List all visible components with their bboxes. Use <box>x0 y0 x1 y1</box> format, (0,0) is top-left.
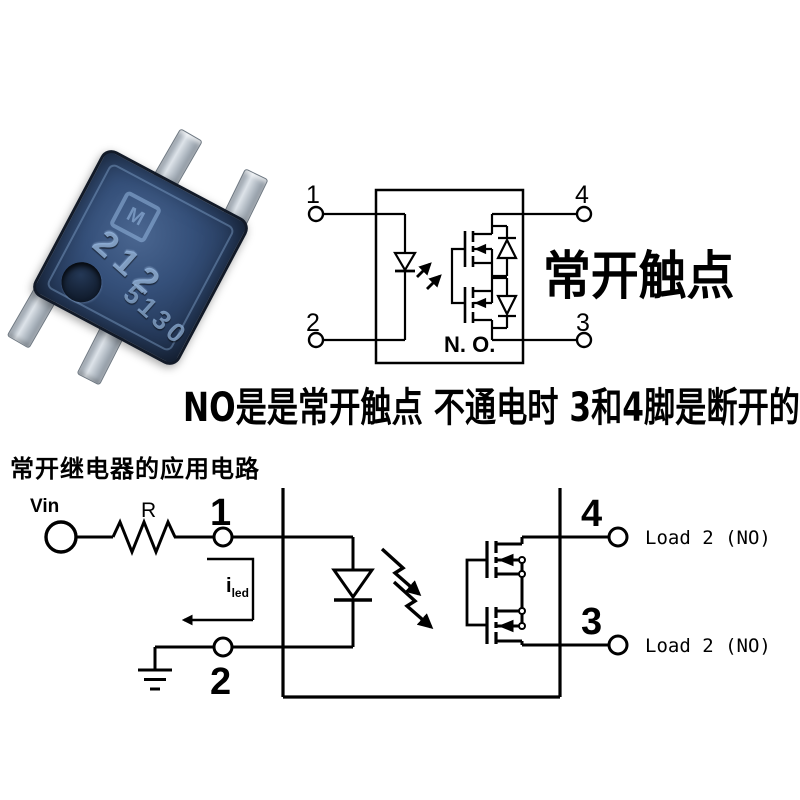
terminal-pin2 <box>212 636 234 658</box>
vin-terminal <box>44 520 78 554</box>
pin1-label: 1 <box>306 181 320 209</box>
resistor-label: R <box>141 499 156 522</box>
caption-text: NO是是常开触点 不通电时 3和4脚是断开的 <box>183 385 800 431</box>
terminal-pin4 <box>607 526 629 548</box>
light-arrows-icon <box>380 547 434 630</box>
application-circuit-heading: 常开继电器的应用电路 <box>10 455 260 483</box>
load-pin4-label: Load 2 (NO) <box>645 527 771 549</box>
body-diode-bottom-icon <box>492 276 518 330</box>
pin2-label: 2 <box>306 309 320 337</box>
pin1-label: 1 <box>210 492 231 534</box>
led-diode-icon <box>331 537 375 647</box>
vin-label: Vin <box>30 496 59 517</box>
resistor-icon <box>111 517 177 557</box>
body-diode-top-icon <box>492 224 518 278</box>
terminal-pin2 <box>307 331 325 349</box>
application-circuit <box>44 488 629 699</box>
load-pin3-label: Load 2 (NO) <box>645 635 771 657</box>
pin3-label: 3 <box>581 601 602 643</box>
light-arrows-icon <box>416 262 442 290</box>
pin4-label: 4 <box>581 493 602 535</box>
terminal-pin4 <box>575 205 593 223</box>
normally-open-label: N. O. <box>444 332 495 357</box>
mosfet-pair-icon <box>465 537 526 645</box>
led-current-arrow-icon <box>181 557 255 626</box>
mosfet-pair-icon <box>450 214 494 340</box>
led-diode-icon <box>393 214 417 340</box>
internal-schematic <box>307 188 593 365</box>
terminal-pin1 <box>307 205 325 223</box>
normally-open-contact-annotation: 常开触点 <box>543 247 735 307</box>
pin3-label: 3 <box>576 309 590 337</box>
ground-icon <box>138 647 172 691</box>
terminal-pin3 <box>607 634 629 656</box>
terminal-pin3 <box>575 331 593 349</box>
led-current-label: iled <box>226 575 249 600</box>
pin4-label: 4 <box>575 181 589 209</box>
package-outline-box <box>374 188 525 365</box>
pin2-label: 2 <box>210 661 231 703</box>
